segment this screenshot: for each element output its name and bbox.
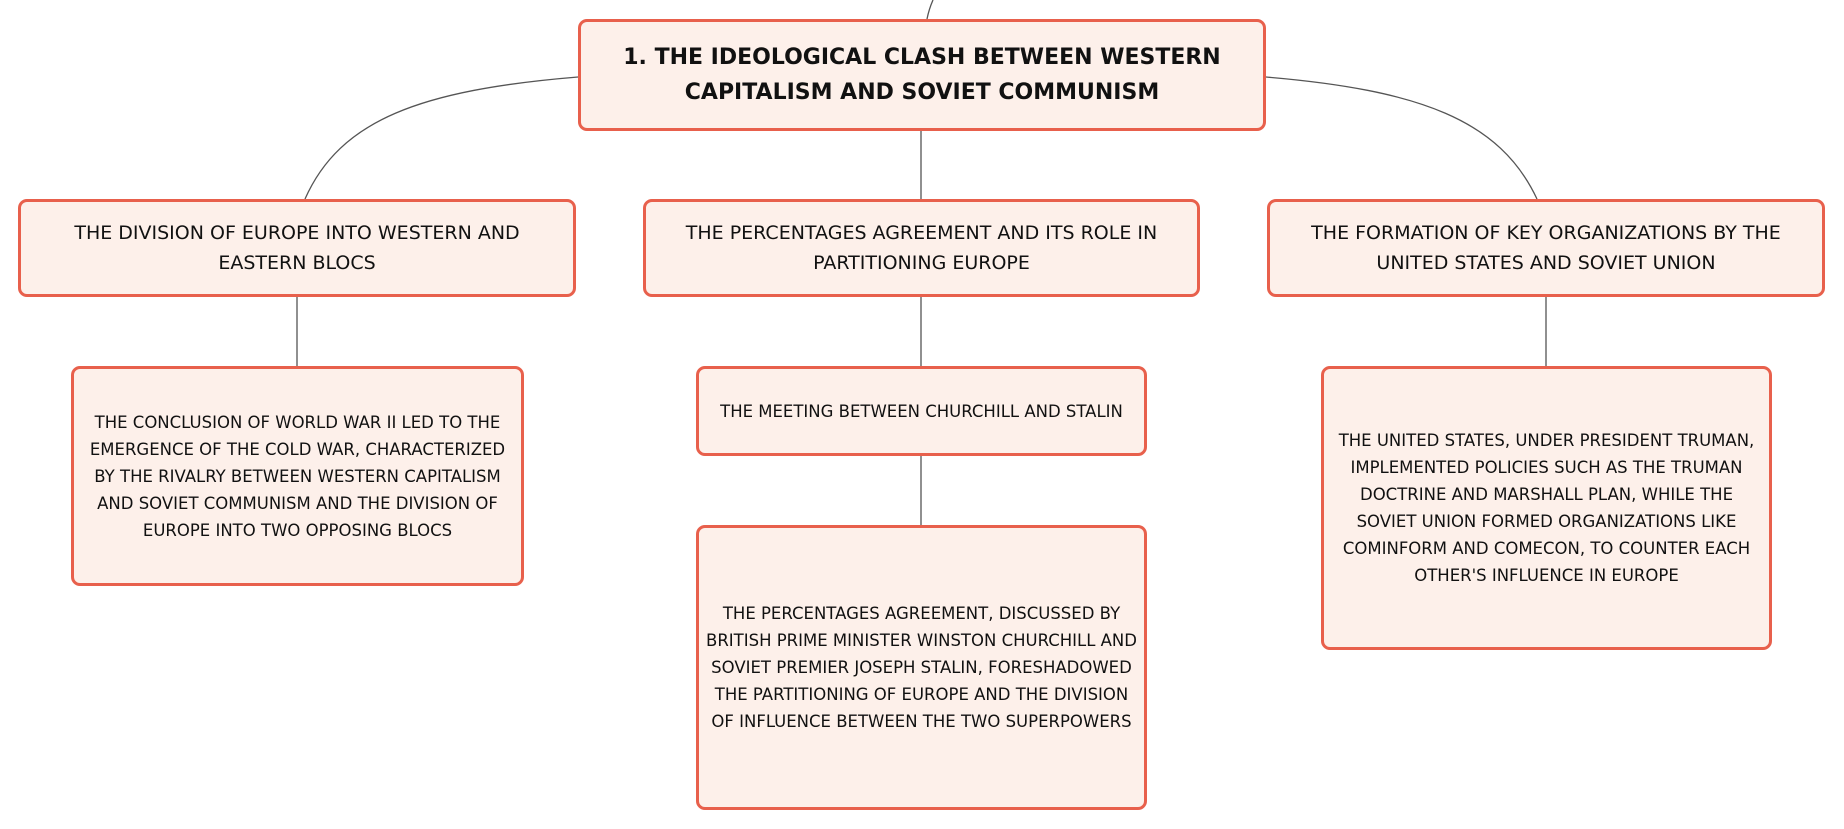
- detail-node-label: THE UNITED STATES, UNDER PRESIDENT TRUMA…: [1338, 431, 1755, 585]
- detail-node-truman-cominform[interactable]: THE UNITED STATES, UNDER PRESIDENT TRUMA…: [1321, 366, 1772, 650]
- topic-node-label: THE FORMATION OF KEY ORGANIZATIONS BY TH…: [1311, 222, 1781, 274]
- topic-node-label: THE DIVISION OF EUROPE INTO WESTERN AND …: [74, 222, 520, 274]
- subtopic-node-churchill-stalin-meeting[interactable]: THE MEETING BETWEEN CHURCHILL AND STALIN: [696, 366, 1147, 456]
- topic-node-division-of-europe[interactable]: THE DIVISION OF EUROPE INTO WESTERN AND …: [18, 199, 576, 297]
- detail-node-percentages-agreement[interactable]: THE PERCENTAGES AGREEMENT, DISCUSSED BY …: [696, 525, 1147, 810]
- connector-parent-to-root: [926, 0, 934, 20]
- topic-node-label: THE PERCENTAGES AGREEMENT AND ITS ROLE I…: [685, 222, 1158, 274]
- detail-node-label: THE PERCENTAGES AGREEMENT, DISCUSSED BY …: [706, 604, 1137, 731]
- subtopic-node-label: THE MEETING BETWEEN CHURCHILL AND STALIN: [720, 401, 1123, 421]
- connector-root-to-topic-3: [1265, 76, 1538, 200]
- topic-node-key-organizations[interactable]: THE FORMATION OF KEY ORGANIZATIONS BY TH…: [1267, 199, 1825, 297]
- detail-node-cold-war-emergence[interactable]: THE CONCLUSION OF WORLD WAR II LED TO TH…: [71, 366, 524, 586]
- topic-node-percentages-agreement[interactable]: THE PERCENTAGES AGREEMENT AND ITS ROLE I…: [643, 199, 1200, 297]
- root-node-label: 1. THE IDEOLOGICAL CLASH BETWEEN WESTERN…: [623, 45, 1221, 105]
- connector-root-to-topic-1: [304, 76, 579, 200]
- root-node[interactable]: 1. THE IDEOLOGICAL CLASH BETWEEN WESTERN…: [578, 19, 1266, 131]
- detail-node-label: THE CONCLUSION OF WORLD WAR II LED TO TH…: [89, 412, 506, 540]
